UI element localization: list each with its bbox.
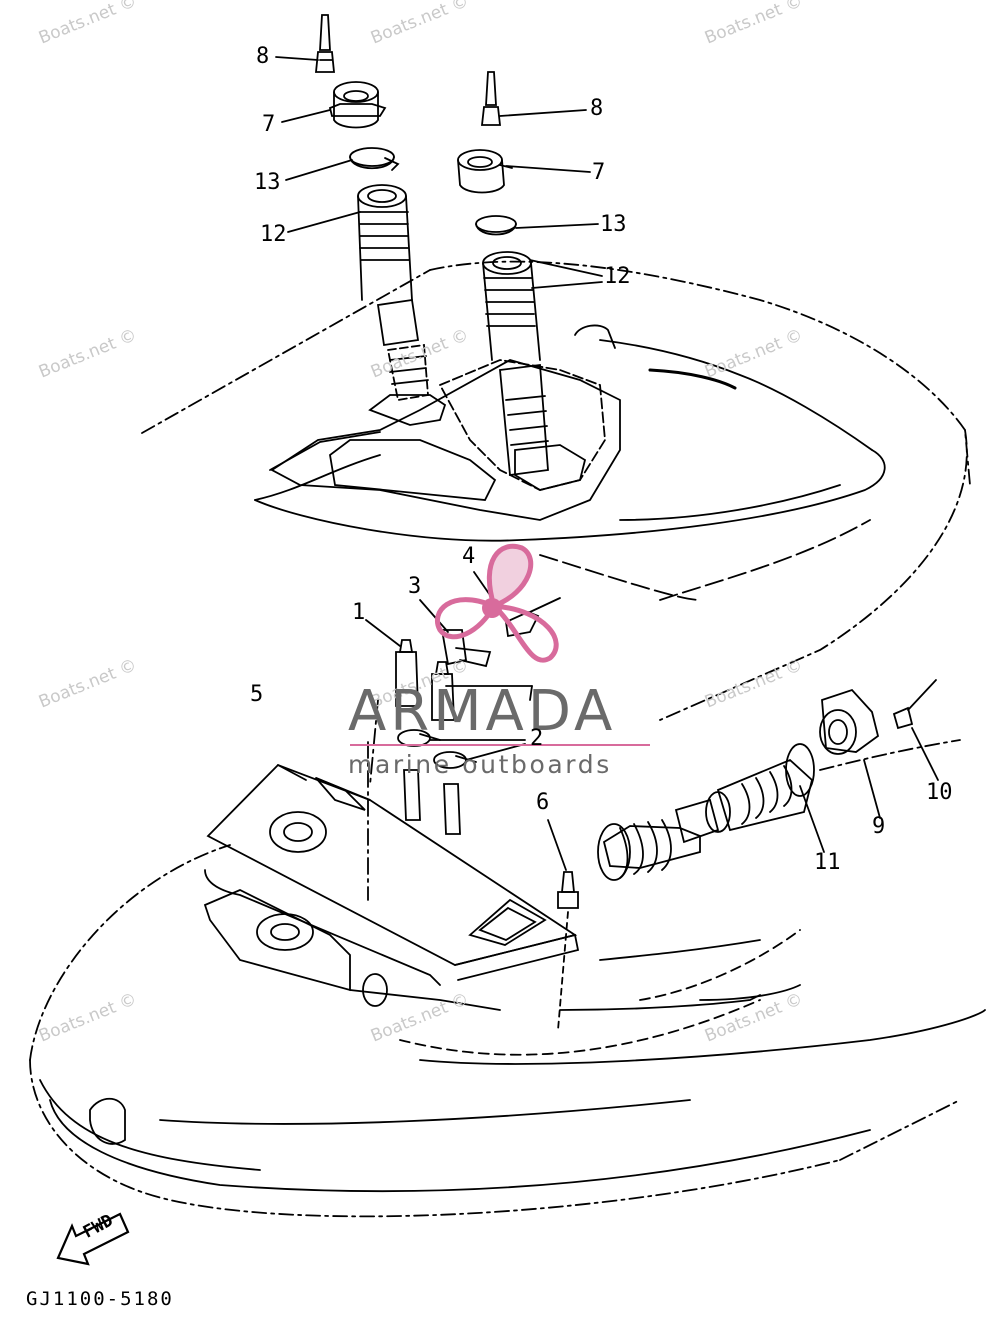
callout-6: 6 — [536, 790, 550, 815]
fwd-arrow-icon — [56, 1212, 130, 1266]
callout-12: 12 — [604, 264, 631, 289]
callout-11: 11 — [814, 850, 841, 875]
diagram-part-number: GJ1100-5180 — [26, 1288, 174, 1310]
callout-4: 4 — [462, 544, 476, 569]
right-upper-vent-assembly — [457, 71, 549, 477]
callout-2: 2 — [530, 726, 544, 751]
callout-5: 5 — [250, 682, 264, 707]
leader-lines-upper — [275, 56, 603, 289]
callout-12: 12 — [260, 222, 287, 247]
callout-1: 1 — [352, 600, 366, 625]
callout-13: 13 — [254, 170, 281, 195]
brand-name: ARMADA — [348, 679, 617, 744]
callout-8: 8 — [590, 96, 604, 121]
callout-8: 8 — [256, 44, 270, 69]
side-vent-assembly — [547, 679, 939, 1031]
upper-storage-opening — [270, 359, 621, 521]
lower-hood — [203, 763, 580, 1011]
callout-7: 7 — [262, 112, 276, 137]
brand-tagline: marine outboards — [348, 750, 612, 779]
callout-13: 13 — [600, 212, 627, 237]
callout-10: 10 — [926, 780, 953, 805]
left-upper-vent-assembly — [315, 14, 429, 402]
brand-divider — [350, 744, 650, 746]
drain-parts — [365, 571, 561, 835]
lower-hull-outline — [29, 739, 986, 1218]
guide-lines — [367, 699, 379, 901]
callout-3: 3 — [408, 574, 422, 599]
callout-7: 7 — [592, 160, 606, 185]
brand-propeller-logo — [435, 543, 559, 663]
callout-9: 9 — [872, 814, 886, 839]
